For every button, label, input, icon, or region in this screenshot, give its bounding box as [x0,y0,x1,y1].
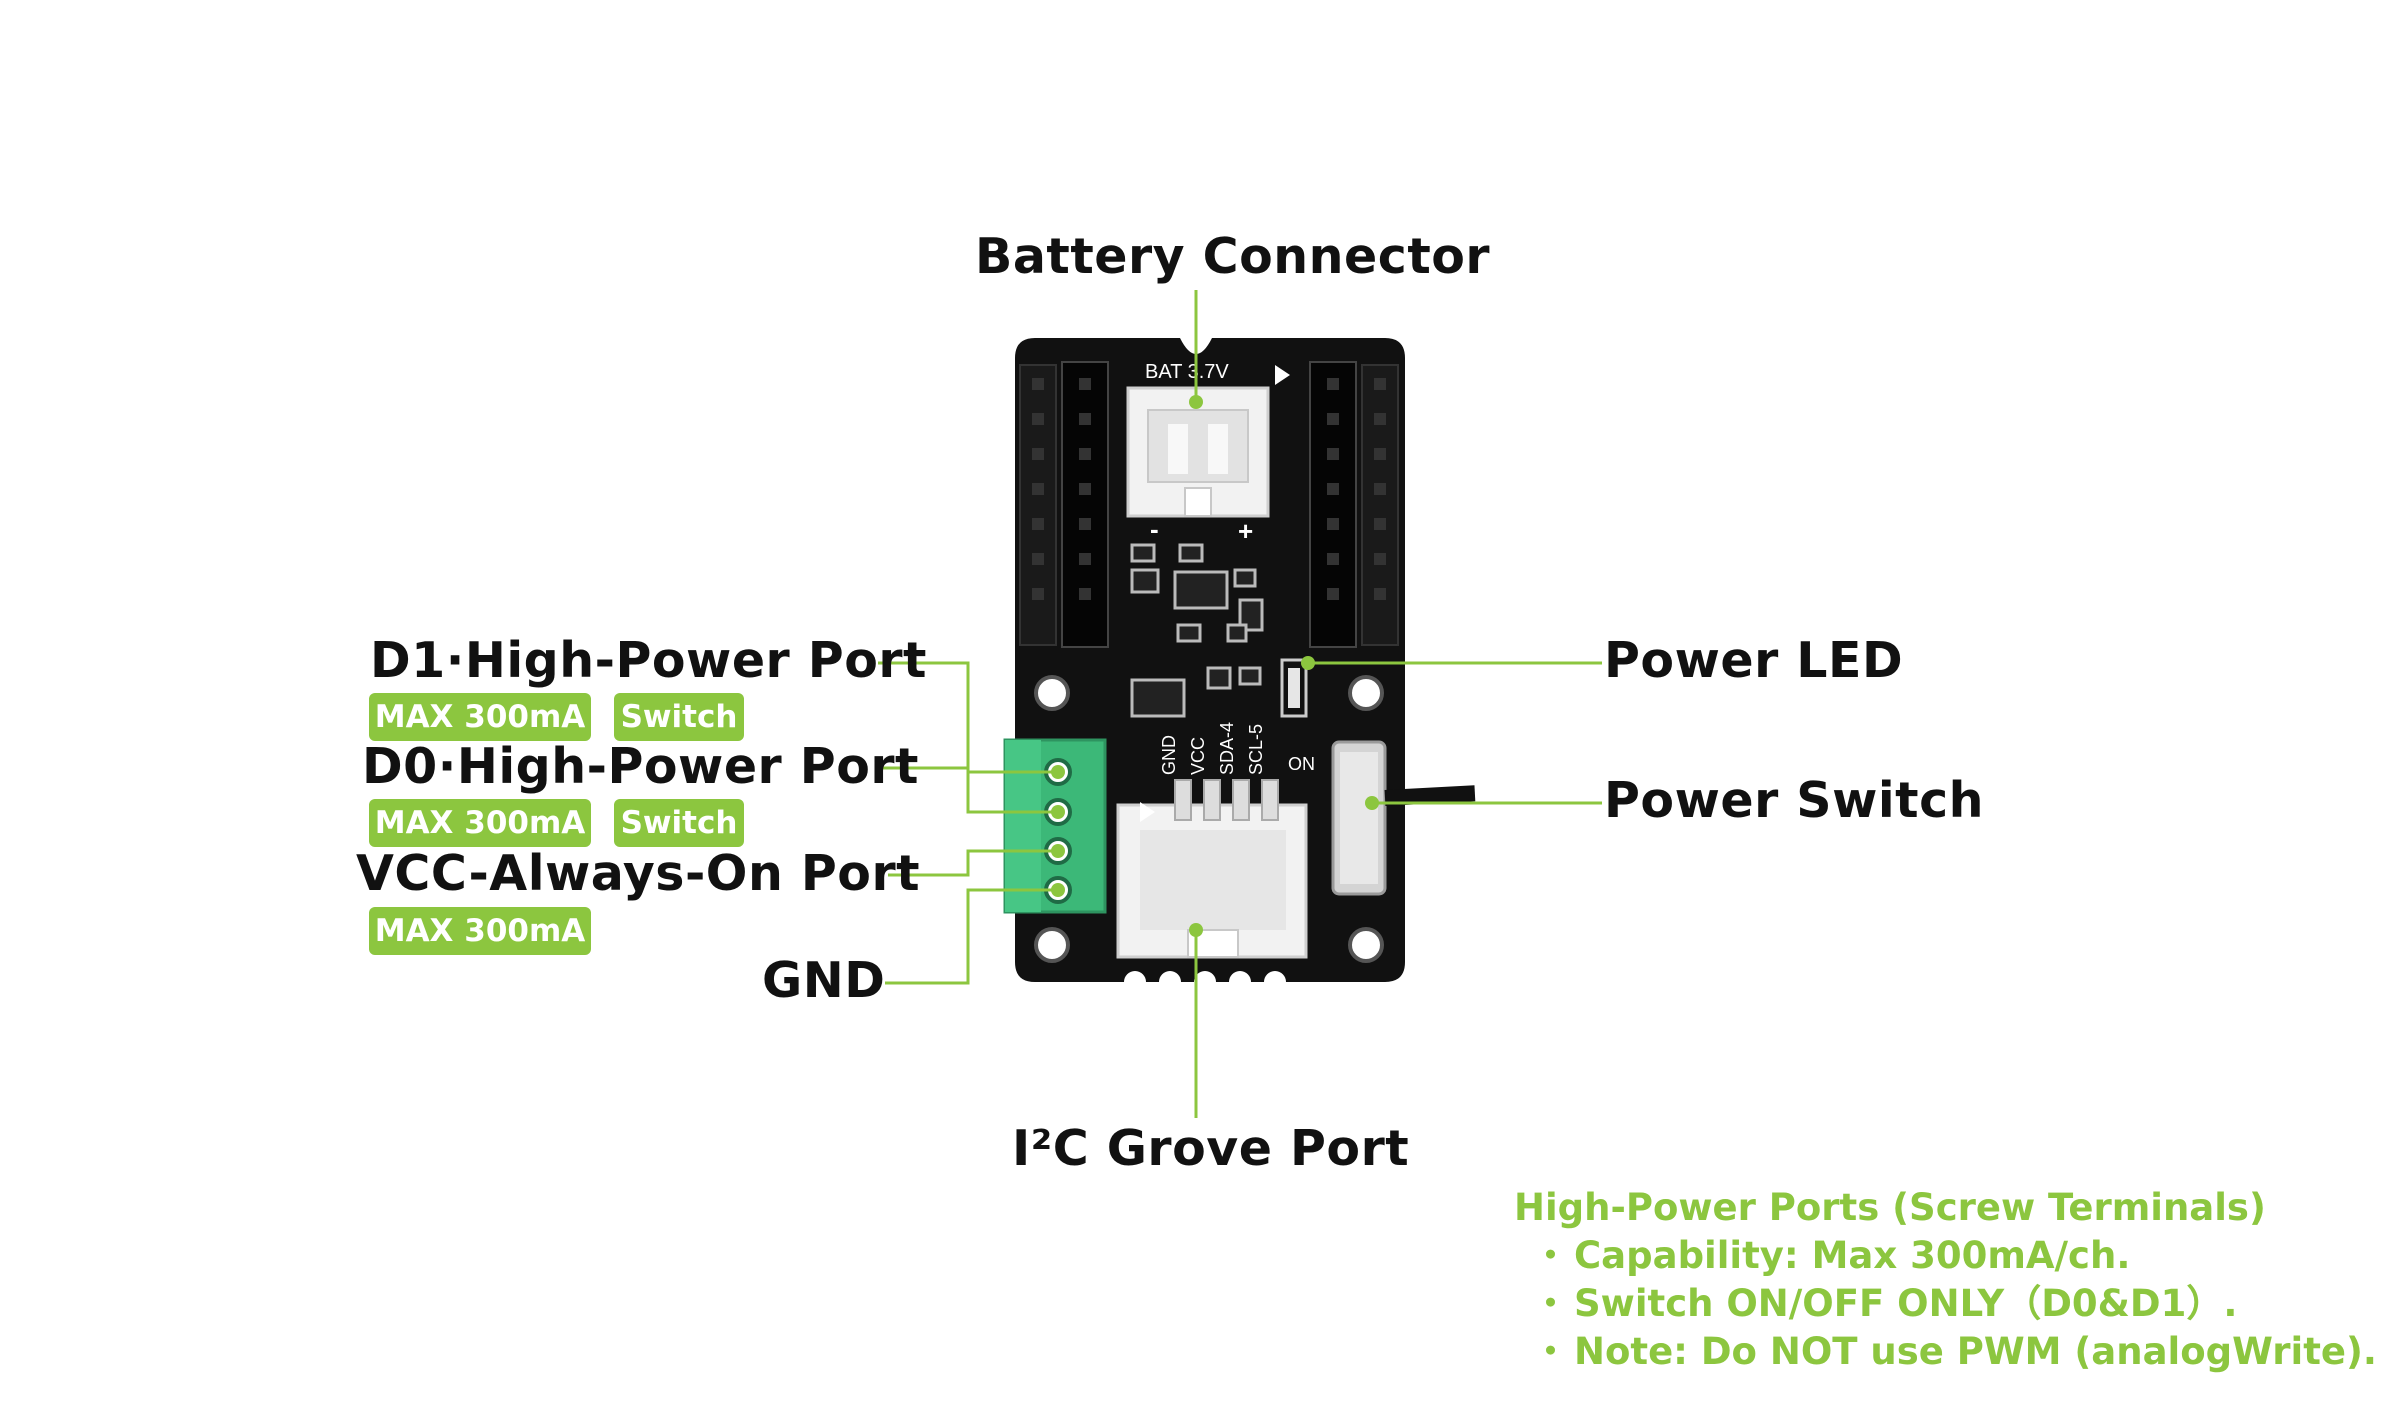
silk-pin-scl: SCL-5 [1246,724,1266,775]
d1-port-label: D1·High-Power Port [370,632,927,689]
power-led-component [1280,658,1308,718]
power-switch-label: Power Switch [1604,772,1985,829]
battery-connector-label: Battery Connector [975,228,1491,285]
leader-lines [878,290,1602,1118]
silk-on: ON [1288,754,1315,774]
smd-components [1130,543,1264,718]
mounting-holes [1034,675,1384,963]
leader-vcc [888,849,1058,877]
silk-minus: - [1150,514,1159,544]
leader-gnd [885,888,1058,985]
high-power-notes: High-Power Ports (Screw Terminals) ・Capa… [1514,1184,2377,1376]
bullet-icon: ・ [1532,1282,1569,1325]
grove-connector [1116,779,1308,959]
silk-pin-gnd: GND [1159,735,1179,775]
d0-max-current-tag: MAX 300mA [369,799,591,847]
grove-port-label: I²C Grove Port [1012,1120,1410,1177]
leader-dots [1051,395,1379,937]
d1-switch-tag: Switch [614,693,744,741]
notes-item: ・Capability: Max 300mA/ch. [1514,1232,2377,1280]
vcc-port-label: VCC-Always-On Port [356,845,921,902]
notes-item-text: Note: Do NOT use PWM (analogWrite). [1574,1330,2377,1373]
battery-jst-connector [1126,386,1270,518]
notes-item-text: Capability: Max 300mA/ch. [1574,1234,2131,1277]
bullet-icon: ・ [1532,1234,1569,1277]
d0-port-label: D0·High-Power Port [362,738,919,795]
d0-switch-tag: Switch [614,799,744,847]
notes-item-text: Switch ON/OFF ONLY（D0&D1）. [1574,1282,2238,1325]
notes-title: High-Power Ports (Screw Terminals) [1514,1186,2266,1229]
silk-battery: BAT 3.7V [1145,361,1229,383]
gnd-label: GND [762,952,886,1009]
silk-pin-sda: SDA-4 [1217,722,1237,775]
power-slide-switch [1331,740,1476,896]
leader-d1 [878,661,1058,774]
vcc-max-current-tag: MAX 300mA [369,907,591,955]
power-led-label: Power LED [1604,632,1904,689]
left-pin-header [1019,361,1109,648]
d1-max-current-tag: MAX 300mA [369,693,591,741]
silk-plus: + [1238,516,1253,546]
notes-item: ・Switch ON/OFF ONLY（D0&D1）. [1514,1280,2377,1328]
leader-d0 [882,766,1058,814]
right-pin-header [1309,361,1399,648]
castellated-holes [1124,971,1286,993]
bullet-icon: ・ [1532,1330,1569,1373]
silk-pin-vcc: VCC [1188,737,1208,775]
notes-item: ・Note: Do NOT use PWM (analogWrite). [1514,1328,2377,1376]
